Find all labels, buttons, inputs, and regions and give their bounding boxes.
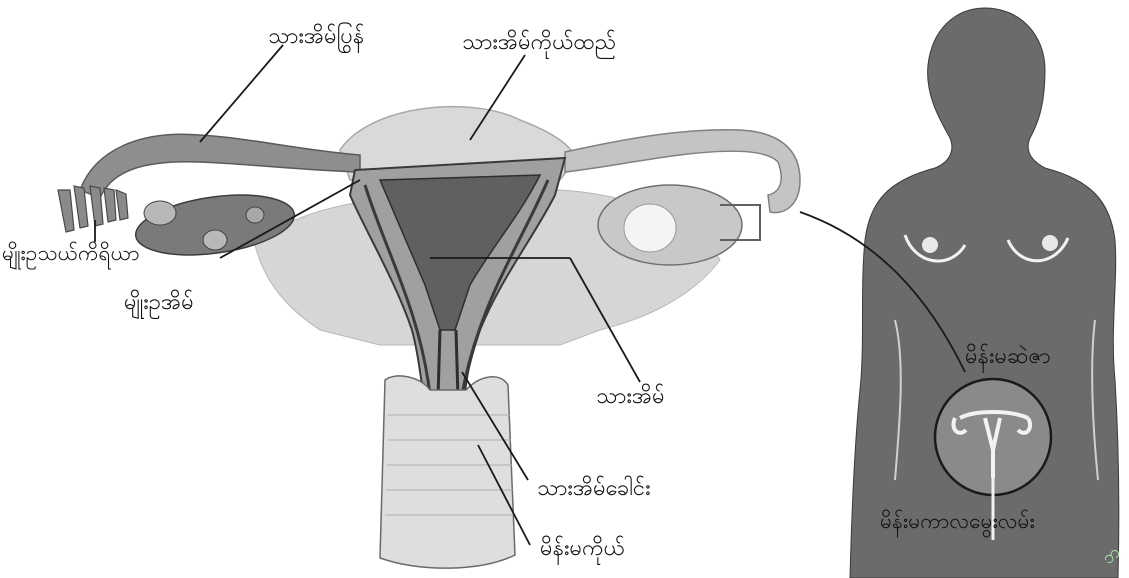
left-ovary-follicle [246,207,264,223]
silhouette-nipple-left [922,237,938,253]
left-ovary-follicle [144,201,176,225]
uterus-illustration [58,107,800,569]
left-fimbriae [58,186,128,232]
label-pelvic-region: မိန်းမဆဲဇာ [965,344,1051,370]
female-silhouette [850,8,1119,578]
silhouette-nipple-right [1042,235,1058,251]
vagina [380,376,515,568]
left-fallopian-tube [80,134,360,198]
label-cervix: သားအိမ်ခေါင်း [537,476,651,502]
label-vagina: မိန်းမကိုယ် [540,536,625,562]
label-fimbriae: မျိုးဥသယ်ကိရိယာ [2,240,140,266]
right-ovary-follicle [624,204,676,252]
left-ovary-follicle [203,230,227,250]
label-genital-tract: မိန်းမကာလမွေးလမ်း [880,508,1035,534]
label-uterus: သားအိမ် [596,384,665,410]
label-fallopian-tube: သားအိမ်ပြွန် [268,24,364,50]
label-ovary: မျိုးဥအိမ် [124,290,194,316]
leader-fallopian-tube [200,45,283,142]
label-uterus-body: သားအိမ်ကိုယ်ထည် [462,30,616,56]
